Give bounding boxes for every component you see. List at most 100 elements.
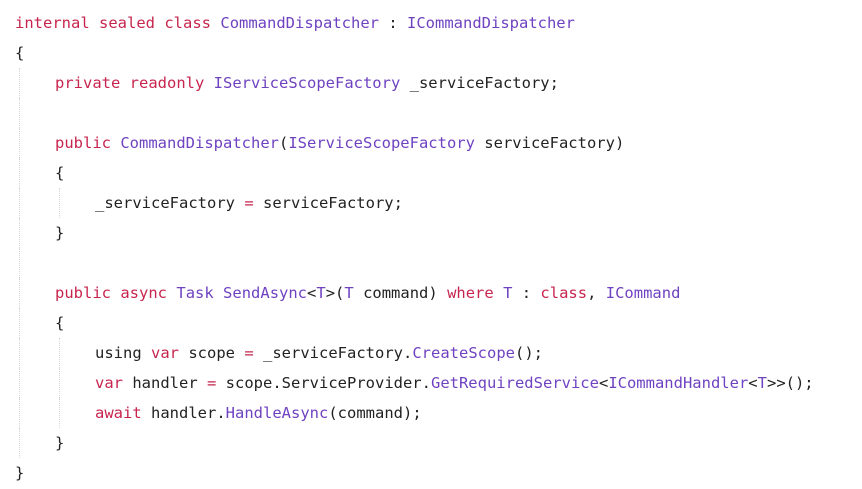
indent-guide (19, 128, 20, 158)
code-line: } (15, 428, 855, 458)
code-token-plain: , (587, 284, 606, 302)
code-token-plain (204, 74, 213, 92)
code-token-op: = (207, 374, 217, 392)
code-line: } (15, 218, 855, 248)
code-token-kw: var (151, 344, 180, 362)
code-token-plain (494, 284, 503, 302)
code-token-plain (111, 134, 120, 152)
code-line: public async Task SendAsync<T>(T command… (15, 278, 855, 308)
indent-guide (19, 308, 20, 338)
code-token-plain (142, 344, 151, 362)
code-token-punct: < (598, 374, 609, 392)
indent-guide (19, 218, 20, 248)
code-token-type: T (316, 284, 326, 302)
code-token-plain: (command); (328, 404, 422, 422)
code-token-kw: readonly (129, 74, 205, 92)
code-token-punct: } (15, 464, 25, 482)
code-line: { (15, 38, 855, 68)
code-token-kw: where (447, 284, 494, 302)
code-token-punct: { (55, 164, 65, 182)
code-token-plain: scope.ServiceProvider. (216, 374, 431, 392)
code-line: } (15, 458, 855, 488)
code-token-type: T (757, 374, 767, 392)
code-token-method: SendAsync (223, 284, 308, 302)
code-token-plain (167, 284, 176, 302)
code-token-plain: _serviceFactory; (400, 74, 559, 92)
code-token-type: T (503, 284, 513, 302)
code-token-plain (155, 14, 164, 32)
code-token-type: ICommandDispatcher (407, 14, 575, 32)
code-token-type: IServiceScopeFactory (213, 74, 401, 92)
indent-guide (59, 188, 60, 218)
code-line: { (15, 158, 855, 188)
indent-guide (19, 278, 20, 308)
code-token-type: IServiceScopeFactory (288, 134, 475, 152)
code-token-plain: _serviceFactory. (253, 344, 413, 362)
code-token-kw: private (55, 74, 121, 92)
indent-guide (19, 98, 20, 128)
code-line: private readonly IServiceScopeFactory _s… (15, 68, 855, 98)
code-token-type: Task (176, 284, 214, 302)
code-token-op: = (244, 344, 254, 362)
code-token-punct: } (55, 224, 65, 242)
code-token-plain: : (379, 14, 407, 32)
code-token-type: CommandDispatcher (220, 14, 379, 32)
code-token-plain: using (95, 344, 142, 362)
indent-guide (19, 368, 20, 398)
code-token-plain (120, 74, 129, 92)
code-line: var handler = scope.ServiceProvider.GetR… (15, 368, 855, 398)
indent-guide (19, 248, 20, 278)
code-token-type: T (344, 284, 354, 302)
code-view: internal sealed class CommandDispatcher … (15, 8, 855, 488)
code-token-method: GetRequiredService (430, 374, 599, 392)
code-token-plain: handler (123, 374, 207, 392)
code-token-punct: < (307, 284, 317, 302)
indent-guide (19, 68, 20, 98)
code-token-plain: scope (179, 344, 245, 362)
code-token-plain: >>(); (766, 374, 814, 392)
indent-guide (19, 338, 20, 368)
indent-guide (19, 188, 20, 218)
code-line: { (15, 308, 855, 338)
code-line (15, 98, 855, 128)
code-token-plain: _serviceFactory (95, 194, 245, 212)
code-token-kw: sealed (99, 14, 155, 32)
code-token-kw: var (95, 374, 123, 392)
code-line: using var scope = _serviceFactory.Create… (15, 338, 855, 368)
code-token-type: ICommand (605, 284, 681, 302)
code-token-plain: : (512, 284, 541, 302)
code-token-plain (111, 284, 120, 302)
code-token-plain: handler. (141, 404, 226, 422)
indent-guide (19, 398, 20, 428)
code-line: await handler.HandleAsync(command); (15, 398, 855, 428)
code-token-plain (214, 284, 223, 302)
code-token-plain: command) (353, 284, 448, 302)
code-token-type: CommandDispatcher (120, 134, 279, 152)
code-token-plain: serviceFactory; (253, 194, 403, 212)
code-token-punct: ( (278, 134, 289, 152)
code-token-kw: internal (15, 14, 90, 32)
code-line: _serviceFactory = serviceFactory; (15, 188, 855, 218)
code-token-punct: } (55, 434, 65, 452)
code-line: internal sealed class CommandDispatcher … (15, 8, 855, 38)
code-token-kw: public (55, 284, 111, 302)
code-token-plain (90, 14, 99, 32)
indent-guide (19, 158, 20, 188)
indent-guide (59, 338, 60, 368)
code-token-punct: { (55, 314, 65, 332)
code-token-kw: class (164, 14, 212, 32)
code-line (15, 248, 855, 278)
code-token-plain: serviceFactory) (474, 134, 625, 152)
code-token-punct: >( (325, 284, 345, 302)
code-token-plain: (); (514, 344, 543, 362)
code-token-type: ICommandHandler (608, 374, 749, 392)
code-token-punct: { (15, 44, 25, 62)
code-token-method: CreateScope (412, 344, 515, 362)
indent-guide (59, 368, 60, 398)
code-line: public CommandDispatcher(IServiceScopeFa… (15, 128, 855, 158)
indent-guide (59, 398, 60, 428)
code-token-method: HandleAsync (225, 404, 329, 422)
code-token-punct: < (748, 374, 758, 392)
indent-guide (19, 428, 20, 458)
code-token-op: = (244, 194, 254, 212)
